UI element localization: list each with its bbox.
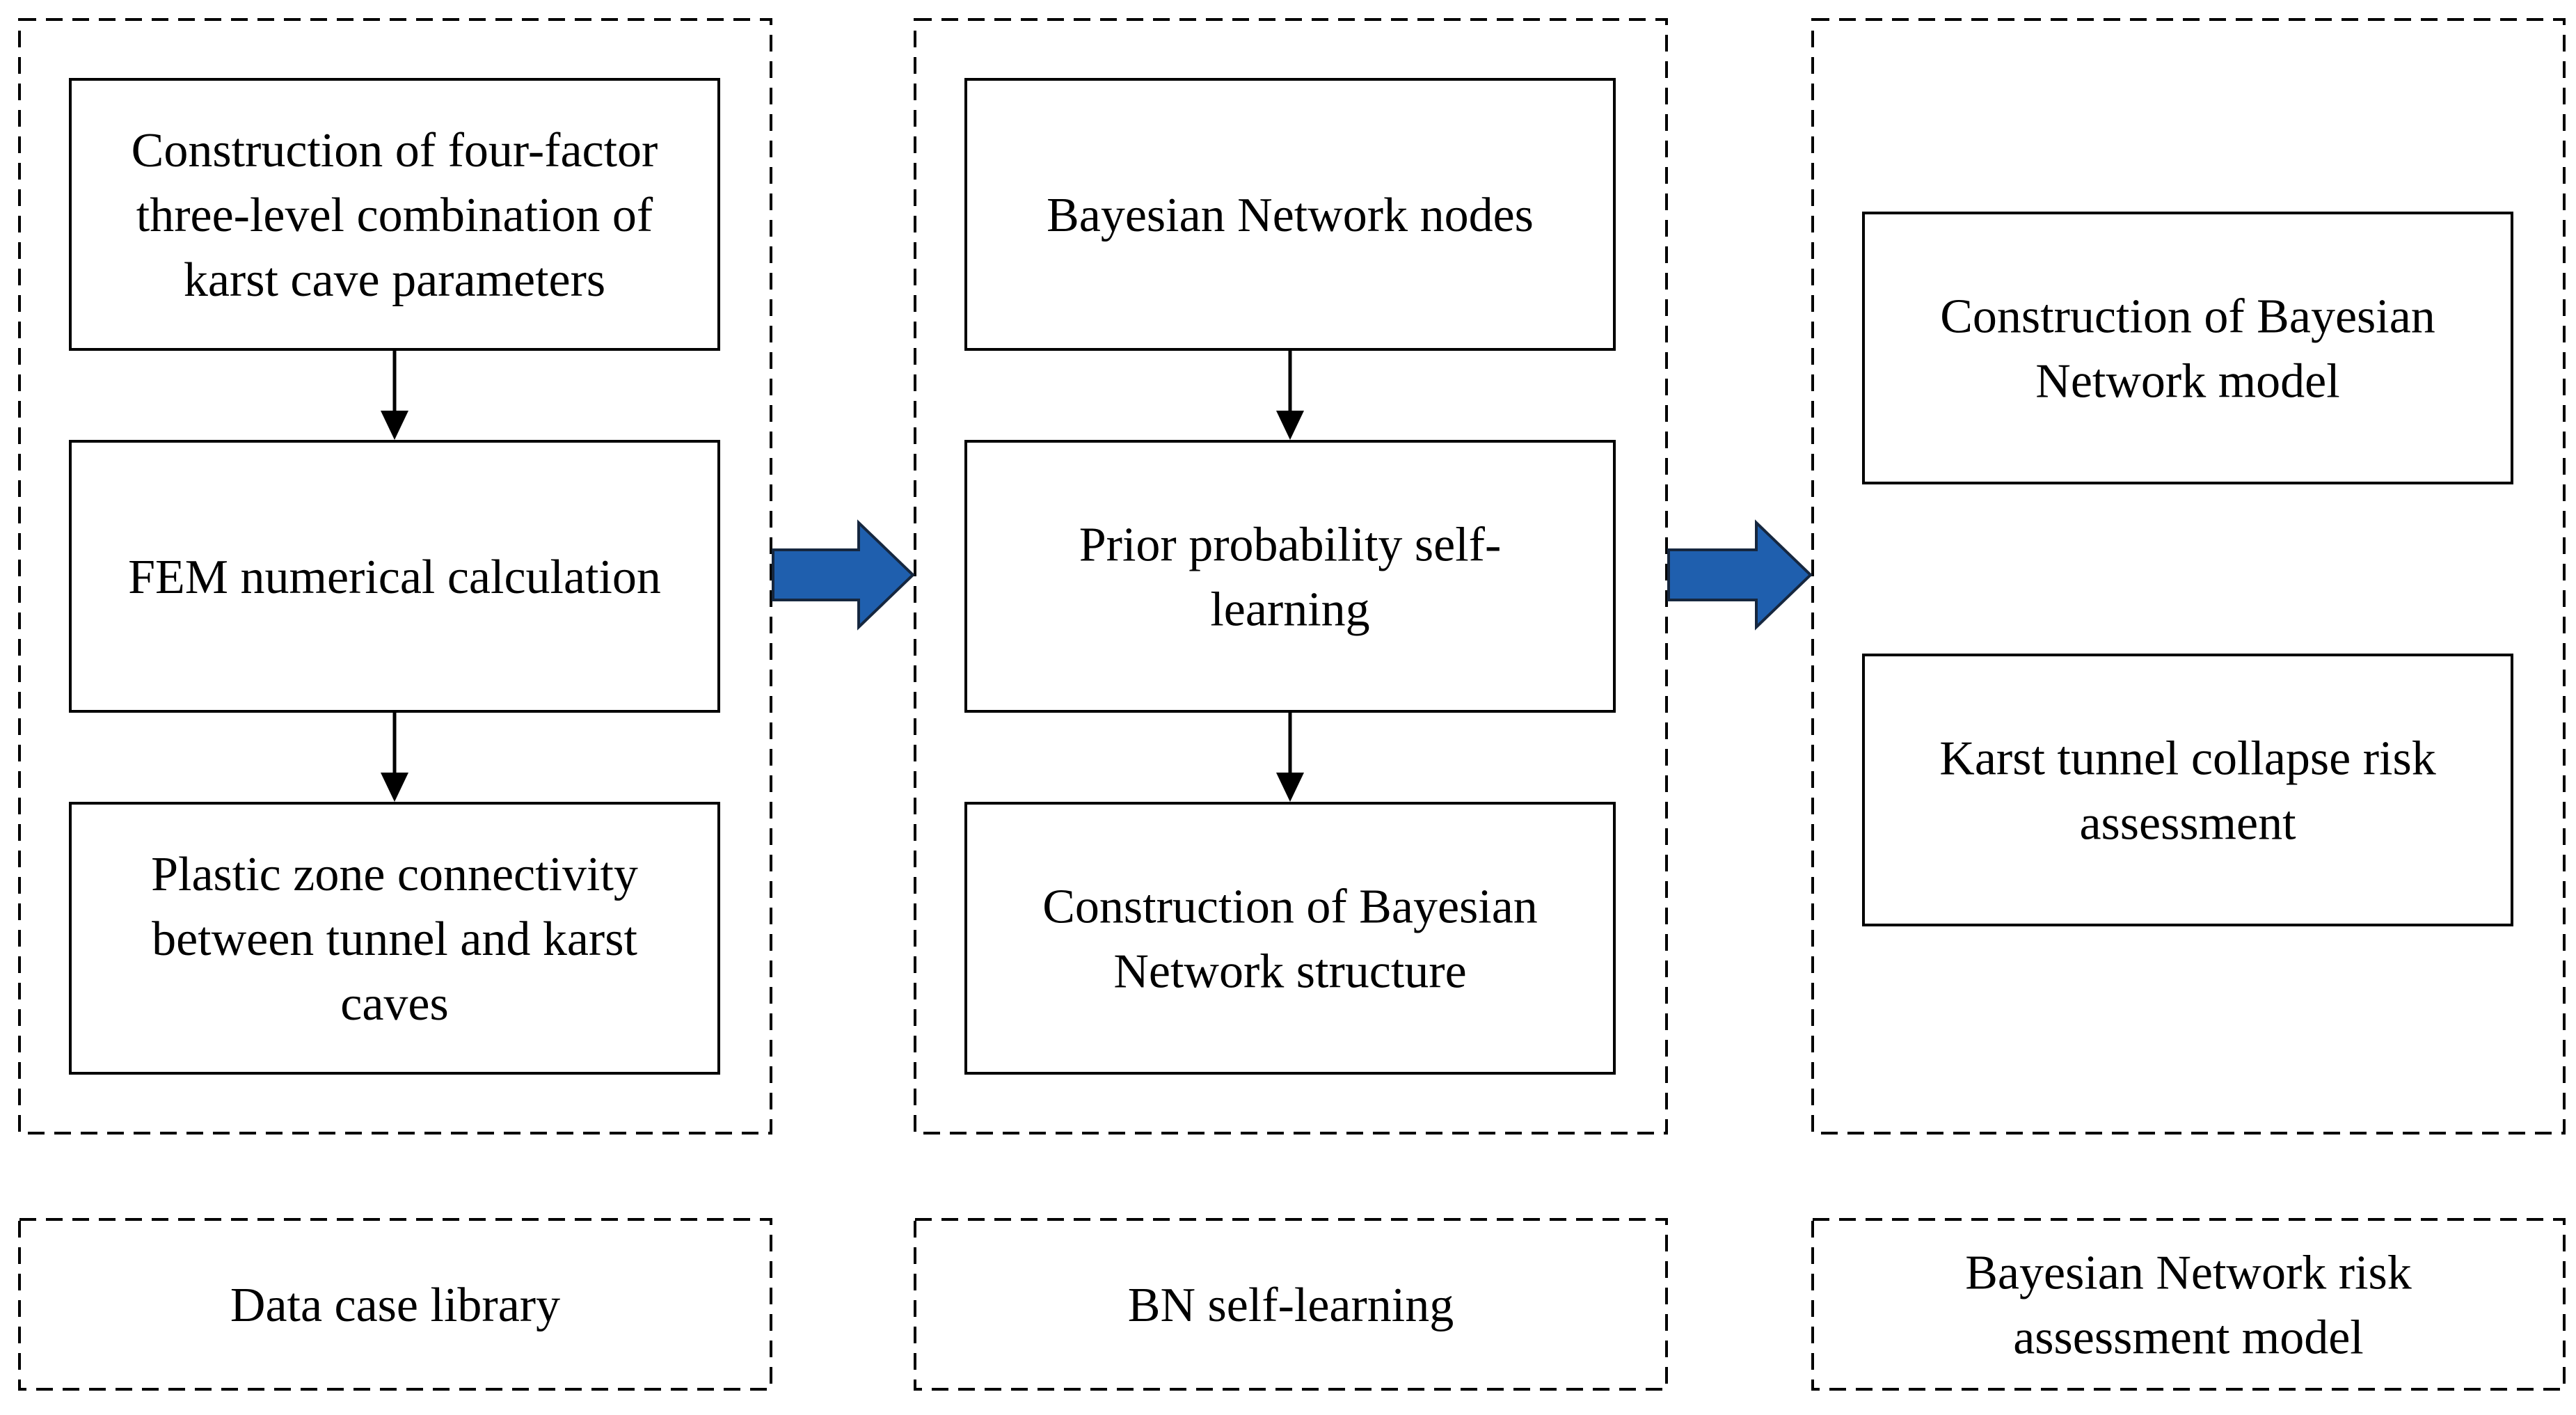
panel-3: [1811, 18, 2566, 1135]
process-box-text-3-1-line: Construction of Bayesian: [1940, 290, 2435, 344]
process-box-text-3-1-line: Network model: [2035, 355, 2339, 409]
panel-label-box-3: [1811, 1218, 2566, 1391]
process-box-text-1-3-line: caves: [340, 977, 448, 1031]
process-box-text-3-2: Karst tunnel collapse risk assessment: [1939, 732, 2435, 851]
panel-label-box-1: [18, 1218, 772, 1391]
process-box-2-1: [964, 78, 1616, 351]
process-box-text-2-2: Prior probability self-learning: [1079, 519, 1502, 637]
process-box-3-1: [1862, 212, 2513, 484]
process-box-2-2: [964, 440, 1616, 713]
panel-label-2-line: BN self-learning: [1128, 1279, 1454, 1332]
process-box-text-2-3-line: Network structure: [1113, 945, 1466, 999]
process-box-text-2-3-line: Construction of Bayesian: [1042, 880, 1538, 934]
panel-1: [18, 18, 772, 1135]
panel-label-3: Bayesian Network risk assessment model: [1965, 1247, 2412, 1365]
process-box-1-3: [69, 802, 720, 1075]
panel-label-2: BN self-learning: [1128, 1279, 1454, 1332]
process-box-text-1-2-line: FEM numerical calculation: [128, 551, 661, 604]
process-box-text-2-2-line: learning: [1210, 583, 1369, 637]
panel-label-3-line: assessment model: [2013, 1311, 2364, 1365]
process-box-text-2-1-line: Bayesian Network nodes: [1047, 189, 1534, 242]
block-arrow-1: [772, 519, 915, 631]
panel-label-3-line: Bayesian Network risk: [1965, 1247, 2412, 1300]
process-box-text-1-1-line: three-level combination of: [136, 189, 653, 242]
process-box-text-1-1-line: karst cave parameters: [184, 253, 605, 307]
process-box-text-1-2: FEM numerical calculation: [128, 551, 661, 604]
process-box-text-2-1: Bayesian Network nodes: [1047, 189, 1534, 242]
process-box-text-3-2-line: Karst tunnel collapse risk: [1939, 732, 2435, 786]
connector-arrowhead-2-1: [1276, 411, 1304, 440]
process-box-text-1-3: Plastic zone connectivity between tunnel …: [151, 848, 638, 1031]
process-box-3-2: [1862, 654, 2513, 926]
process-box-text-3-2-line: assessment: [2079, 797, 2296, 851]
process-box-2-3: [964, 802, 1616, 1075]
panel-label-box-2: [914, 1218, 1668, 1391]
process-box-text-1-3-line: Plastic zone connectivity: [151, 848, 638, 901]
panel-label-1-line: Data case library: [230, 1279, 560, 1332]
panel-label-1: Data case library: [230, 1279, 560, 1332]
process-box-text-1-3-line: between tunnel and karst: [152, 912, 637, 966]
process-box-1-2: [69, 440, 720, 713]
connector-arrowhead-1-2: [381, 773, 408, 802]
panel-2: [914, 18, 1668, 1135]
connector-arrowhead-1-1: [381, 411, 408, 440]
connector-arrowhead-2-2: [1276, 773, 1304, 802]
process-box-text-1-1: Construction of four-factor three-level c…: [132, 124, 658, 307]
process-box-text-1-1-line: Construction of four-factor: [132, 124, 658, 177]
process-box-text-2-2-line: Prior probability self-: [1079, 519, 1502, 572]
block-arrow-2: [1667, 519, 1813, 631]
